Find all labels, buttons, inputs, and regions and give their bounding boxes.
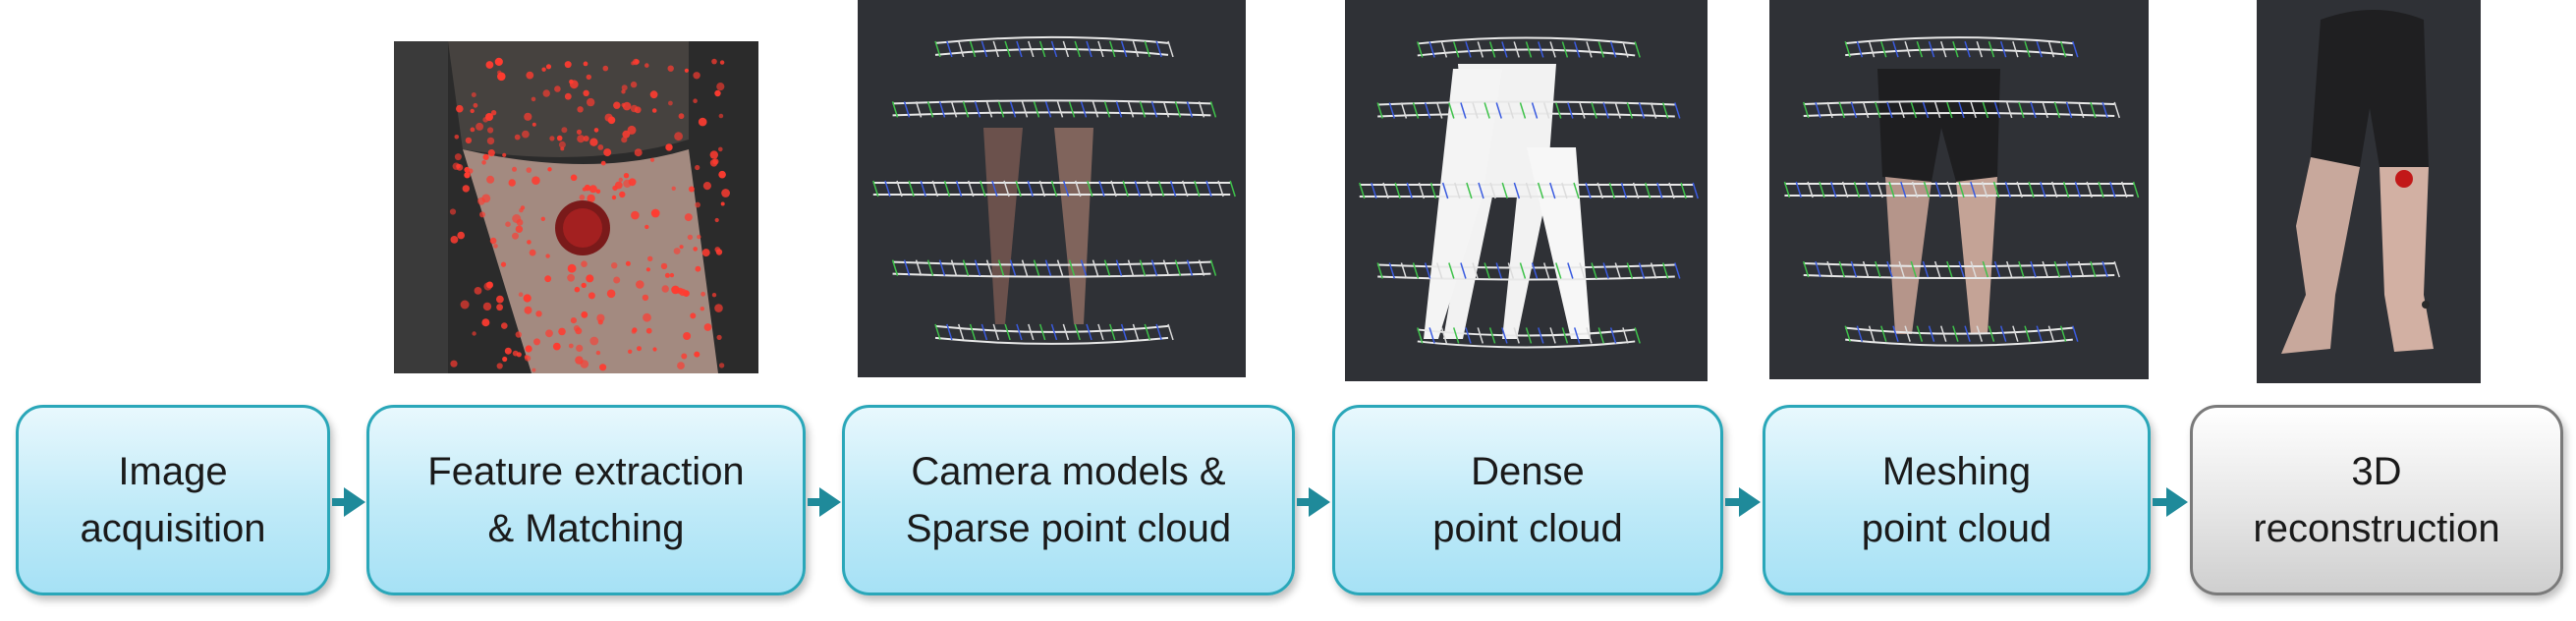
dense-point-cloud-image — [1345, 0, 1708, 381]
sparse-point-cloud-image — [858, 0, 1246, 377]
stage-sparse-point-cloud: Camera models & Sparse point cloud — [842, 405, 1295, 595]
stage-label: 3D reconstruction — [2253, 450, 2500, 550]
arrow-right-icon — [332, 487, 365, 517]
stage-feature-extraction: Feature extraction & Matching — [366, 405, 806, 595]
stage-label: Camera models & Sparse point cloud — [905, 450, 1232, 550]
stage-label: Feature extraction & Matching — [427, 450, 745, 550]
feature-extraction-image — [394, 41, 758, 373]
arrow-right-icon — [1725, 487, 1761, 517]
stage-label: Image acquisition — [80, 450, 266, 550]
arrow-right-icon — [2153, 487, 2188, 517]
stage-dense-point-cloud: Dense point cloud — [1332, 405, 1723, 595]
stage-3d-reconstruction: 3D reconstruction — [2190, 405, 2563, 595]
arrow-right-icon — [1297, 487, 1330, 517]
stage-label: Dense point cloud — [1432, 450, 1623, 550]
3d-reconstruction-image — [2257, 0, 2481, 383]
meshing-point-cloud-image — [1769, 0, 2149, 379]
stage-image-acquisition: Image acquisition — [16, 405, 330, 595]
stage-label: Meshing point cloud — [1861, 450, 2052, 550]
stage-meshing: Meshing point cloud — [1763, 405, 2151, 595]
camera-rings — [872, 35, 1236, 345]
arrow-right-icon — [808, 487, 841, 517]
